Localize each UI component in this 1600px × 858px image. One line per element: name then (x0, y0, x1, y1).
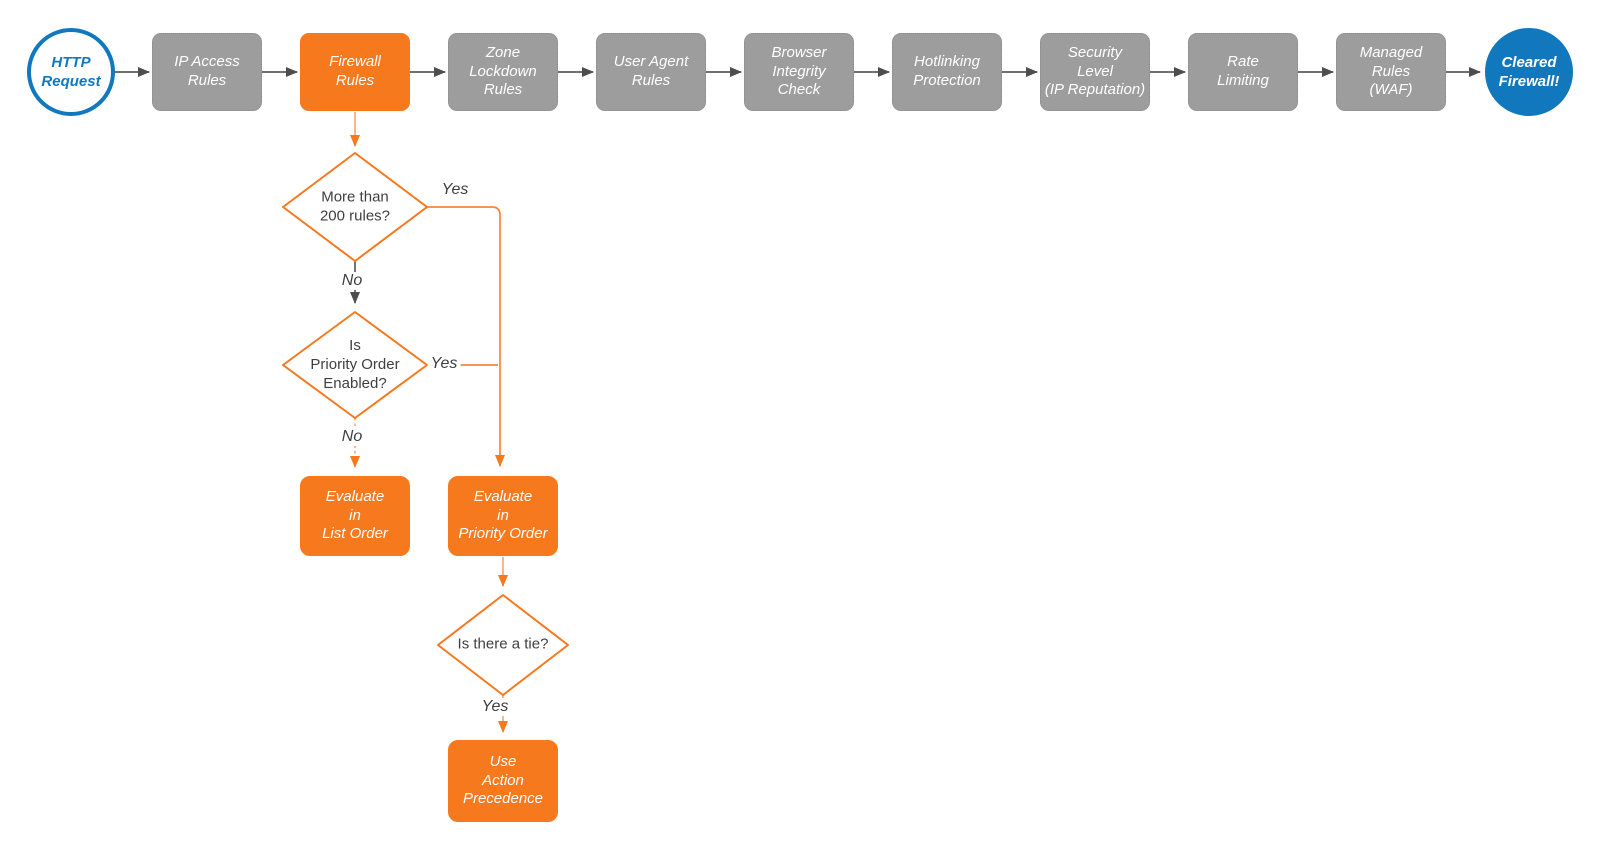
decision-more-than-200-rules-label: More than 200 rules? (319, 188, 391, 224)
node-use-action-precedence: Use Action Precedence (448, 740, 558, 822)
decision-is-there-a-tie-label: Is there a tie? (457, 635, 549, 653)
node-cleared-firewall: Cleared Firewall! (1485, 28, 1573, 116)
edge-label-decision2-yes: Yes (427, 355, 461, 373)
node-http-request: HTTP Request (27, 28, 115, 116)
decision-is-there-a-tie-shape (437, 594, 569, 696)
node-user-agent-rules: User Agent Rules (596, 33, 706, 111)
decision-priority-order-enabled-shape (282, 311, 428, 419)
edge-label-decision1-yes: Yes (438, 181, 472, 199)
decision-more-than-200-rules-shape (282, 152, 428, 262)
node-hotlinking-protection: Hotlinking Protection (892, 33, 1002, 111)
node-evaluate-in-list-order: Evaluate in List Order (300, 476, 410, 556)
node-managed-rules-waf: Managed Rules (WAF) (1336, 33, 1446, 111)
edge-label-decision1-no: No (338, 272, 366, 290)
node-ip-access-rules: IP Access Rules (152, 33, 262, 111)
node-evaluate-in-priority-order: Evaluate in Priority Order (448, 476, 558, 556)
node-browser-integrity-check: Browser Integrity Check (744, 33, 854, 111)
node-rate-limiting: Rate Limiting (1188, 33, 1298, 111)
node-security-level: Security Level (IP Reputation) (1040, 33, 1150, 111)
edge-decision1-yes (427, 206, 505, 467)
edge-label-decision3-yes: Yes (478, 698, 512, 716)
node-firewall-rules: Firewall Rules (300, 33, 410, 111)
decision-priority-order-enabled-label: Is Priority Order Enabled? (310, 336, 400, 392)
node-zone-lockdown-rules: Zone Lockdown Rules (448, 33, 558, 111)
edge-label-decision2-no: No (338, 428, 366, 446)
